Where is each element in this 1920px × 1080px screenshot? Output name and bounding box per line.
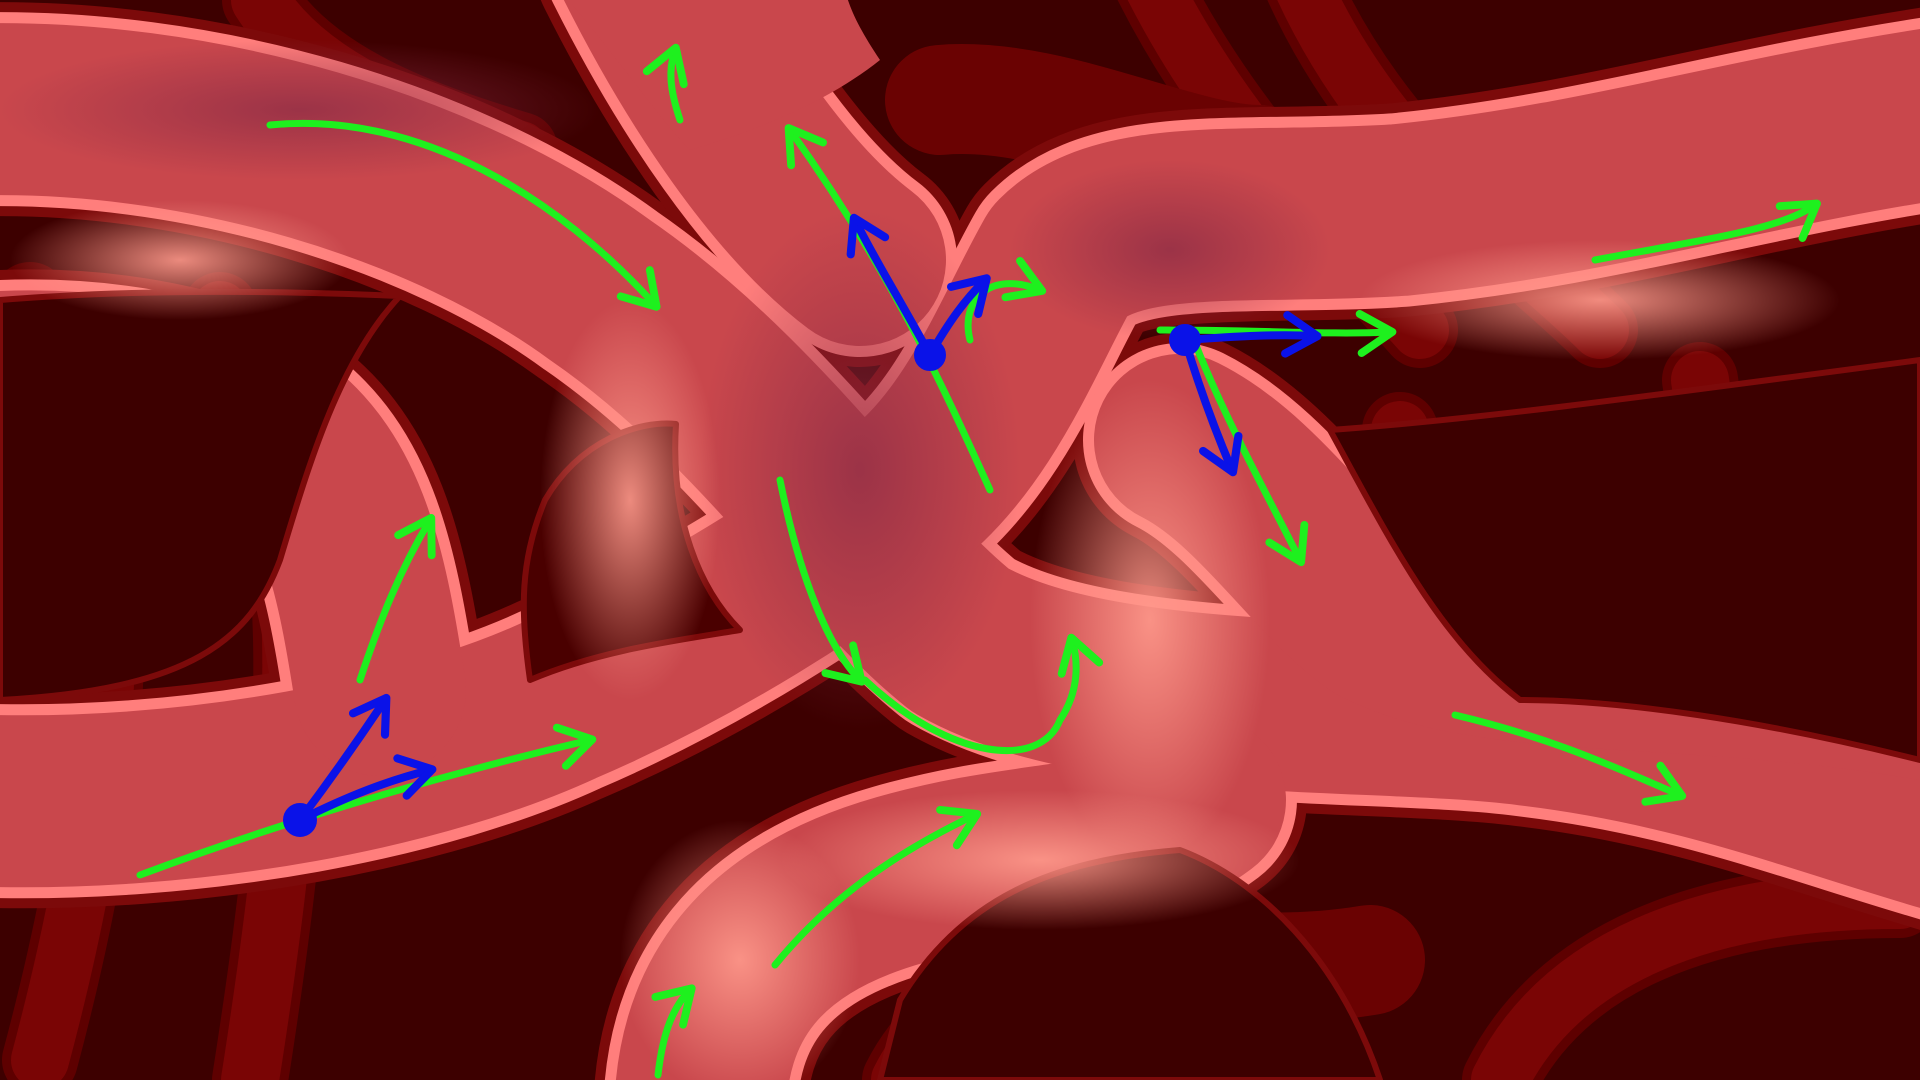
flow-arrow-icon — [356, 513, 436, 684]
flow-arrow-icon — [771, 805, 982, 969]
flow-arrow-icon — [136, 723, 597, 879]
flow-arrow-icon — [266, 119, 661, 311]
flow-arrow-icon — [1591, 199, 1821, 264]
flow-arrow-icon — [776, 476, 866, 686]
flow-arrow-icon — [651, 984, 696, 1079]
flow-arrow-icon — [1186, 326, 1309, 567]
vector-markers — [283, 213, 1322, 837]
flow-arrow-icon — [861, 633, 1104, 755]
blue-vector-pair-icon — [1169, 311, 1322, 477]
vessel-shading — [0, 40, 1840, 1080]
flow-arrow-icon — [642, 43, 688, 124]
blue-vector-pair-icon — [283, 693, 437, 837]
blue-vector-pair-icon — [846, 213, 991, 371]
flow-arrow-icon — [1451, 711, 1687, 806]
